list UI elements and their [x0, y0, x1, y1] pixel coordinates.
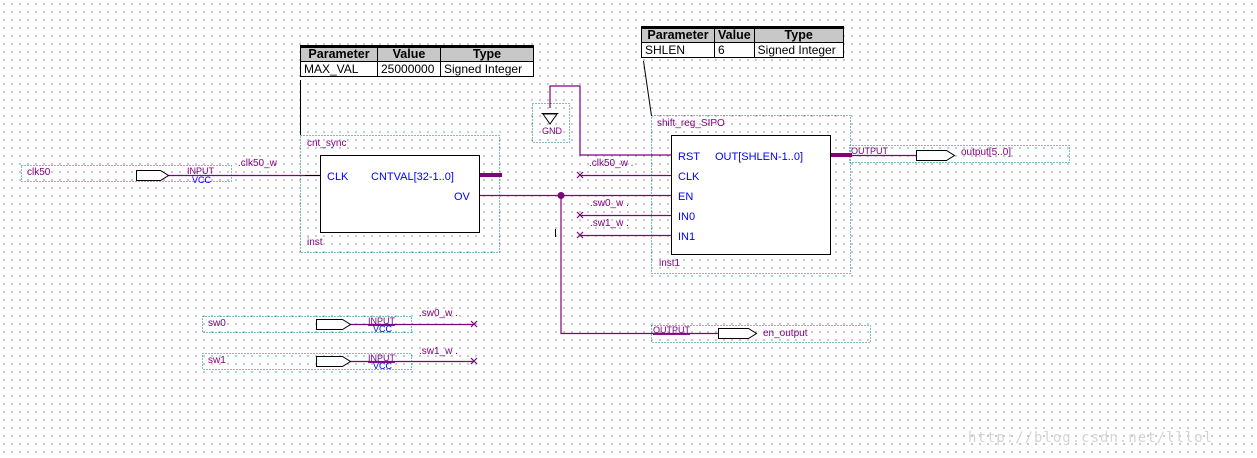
shift-reg-region [651, 115, 851, 274]
cnt-sync-parameter-table: Parameter Value Type MAX_VAL 25000000 Si… [300, 45, 534, 77]
gnd-region [532, 103, 570, 143]
watermark: http://blog.csdn.net/lllol [968, 430, 1214, 446]
shift-reg-parameter-table: Parameter Value Type SHLEN 6 Signed Inte… [641, 26, 844, 58]
en-output-pin-symbol [718, 328, 758, 339]
param-name: SHLEN [641, 42, 715, 58]
gnd-symbol [541, 113, 559, 125]
sw0-pin-name: sw0 [208, 318, 226, 329]
sw1-input-type: INPUT [368, 353, 396, 363]
junction-dot [557, 192, 565, 199]
sw0-input-type: INPUT [368, 316, 396, 326]
output-pin-name: output[5..0] [961, 147, 1011, 158]
sw0-vcc: VCC [373, 324, 393, 334]
param-value: 6 [714, 42, 755, 58]
value-header: Value [714, 26, 755, 43]
sw1-pin-symbol [316, 356, 352, 367]
shift-reg-name: shift_reg_SIPO [657, 118, 725, 129]
gnd-label: GND [542, 126, 563, 136]
cnt-sync-clk-port: CLK [327, 171, 349, 183]
net-label-clk50-in: .clk50_w [238, 158, 278, 169]
cnt-sync-region [300, 135, 500, 253]
shift-reg-clk-port: CLK [678, 171, 700, 183]
clk50-pin-region [21, 165, 232, 182]
param-type: Signed Integer [753, 42, 844, 58]
net-label-sw0-in: .sw0_w . [590, 198, 629, 209]
cnt-sync-inst: inst [307, 237, 323, 248]
shift-reg-en-port: EN [678, 191, 693, 203]
param-name: MAX_VAL [300, 61, 378, 77]
en-output-pin-region [651, 325, 871, 343]
clk50-pin-symbol [136, 170, 170, 181]
en-output-type: OUTPUT [653, 325, 691, 335]
type-header: Type [753, 26, 844, 43]
param-header: Parameter [641, 26, 715, 43]
param-type: Signed Integer [440, 61, 534, 77]
shift-reg-rst-port: RST [678, 151, 700, 163]
output-pin-symbol [916, 150, 956, 161]
net-label-sw0-src: .sw0_w . [419, 308, 458, 319]
net-label-clk50-rst: .clk50_w . [589, 158, 633, 169]
clk50-input-type: INPUT [187, 166, 215, 176]
type-header: Type [440, 45, 534, 62]
output-type: OUTPUT [851, 146, 889, 156]
sw1-vcc: VCC [373, 361, 393, 371]
shift-reg-out-port: OUT[SHLEN-1..0] [715, 151, 803, 163]
cnt-sync-cntval-port: CNTVAL[32-1..0] [371, 171, 454, 183]
shift-reg-in1-port: IN1 [678, 231, 695, 243]
cnt-sync-name: cnt_sync [307, 138, 346, 149]
net-label-sw1-in: .sw1_w . [590, 218, 629, 229]
clk50-pin-name: clk50 [27, 167, 51, 178]
cnt-sync-ov-port: OV [454, 191, 471, 203]
value-header: Value [377, 45, 441, 62]
param-header: Parameter [300, 45, 378, 62]
sw0-pin-symbol [316, 319, 352, 330]
shift-reg-body [671, 135, 831, 255]
shift-reg-in0-port: IN0 [678, 211, 695, 223]
param-value: 25000000 [377, 61, 441, 77]
net-label-sw1-src: .sw1_w . [419, 346, 458, 357]
cnt-sync-body [320, 155, 480, 233]
en-output-pin-name: en_output [763, 328, 808, 339]
shift-reg-inst: inst1 [659, 258, 681, 269]
clk50-vcc: VCC [192, 175, 212, 185]
sw1-pin-name: sw1 [208, 355, 226, 366]
